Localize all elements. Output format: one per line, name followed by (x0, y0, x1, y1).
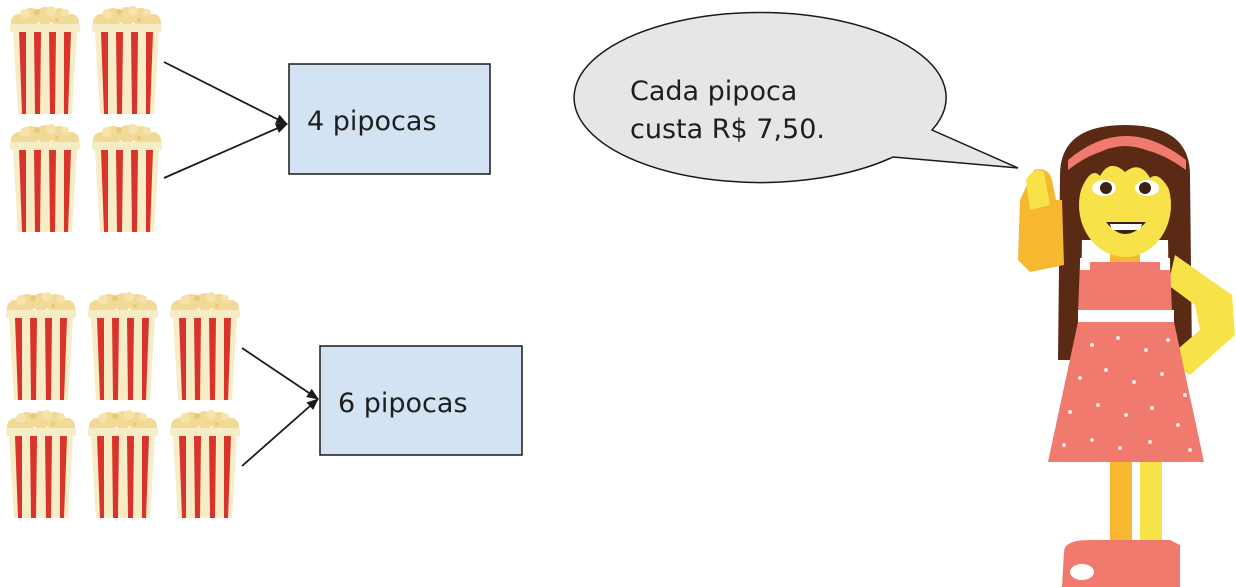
arrow-line (163, 123, 288, 179)
popcorn-bucket-icon (10, 124, 80, 232)
count-label-1: 4 pipocas (307, 106, 437, 137)
popcorn-bucket-icon (88, 410, 158, 518)
popcorn-group-2 (6, 292, 240, 518)
count-box-1 (288, 63, 491, 175)
girl-character-illustration (1018, 125, 1235, 587)
popcorn-group-1 (10, 6, 162, 232)
speech-line-2: custa R$ 7,50. (630, 114, 825, 145)
arrow-line (163, 61, 288, 125)
speech-line-1: Cada pipoca (630, 76, 797, 107)
popcorn-bucket-icon (170, 410, 240, 518)
arrow-line (241, 398, 319, 467)
popcorn-bucket-icon (92, 124, 162, 232)
popcorn-bucket-icon (6, 292, 76, 400)
arrow-line (241, 347, 319, 400)
speech-bubble: Cada pipoca custa R$ 7,50. (573, 11, 1019, 184)
popcorn-bucket-icon (170, 292, 240, 400)
popcorn-bucket-icon (10, 6, 80, 114)
popcorn-bucket-icon (6, 410, 76, 518)
count-box-2 (319, 345, 523, 456)
popcorn-bucket-icon (88, 292, 158, 400)
count-label-2: 6 pipocas (338, 388, 468, 419)
popcorn-bucket-icon (92, 6, 162, 114)
speech-text: Cada pipoca custa R$ 7,50. (630, 76, 825, 145)
